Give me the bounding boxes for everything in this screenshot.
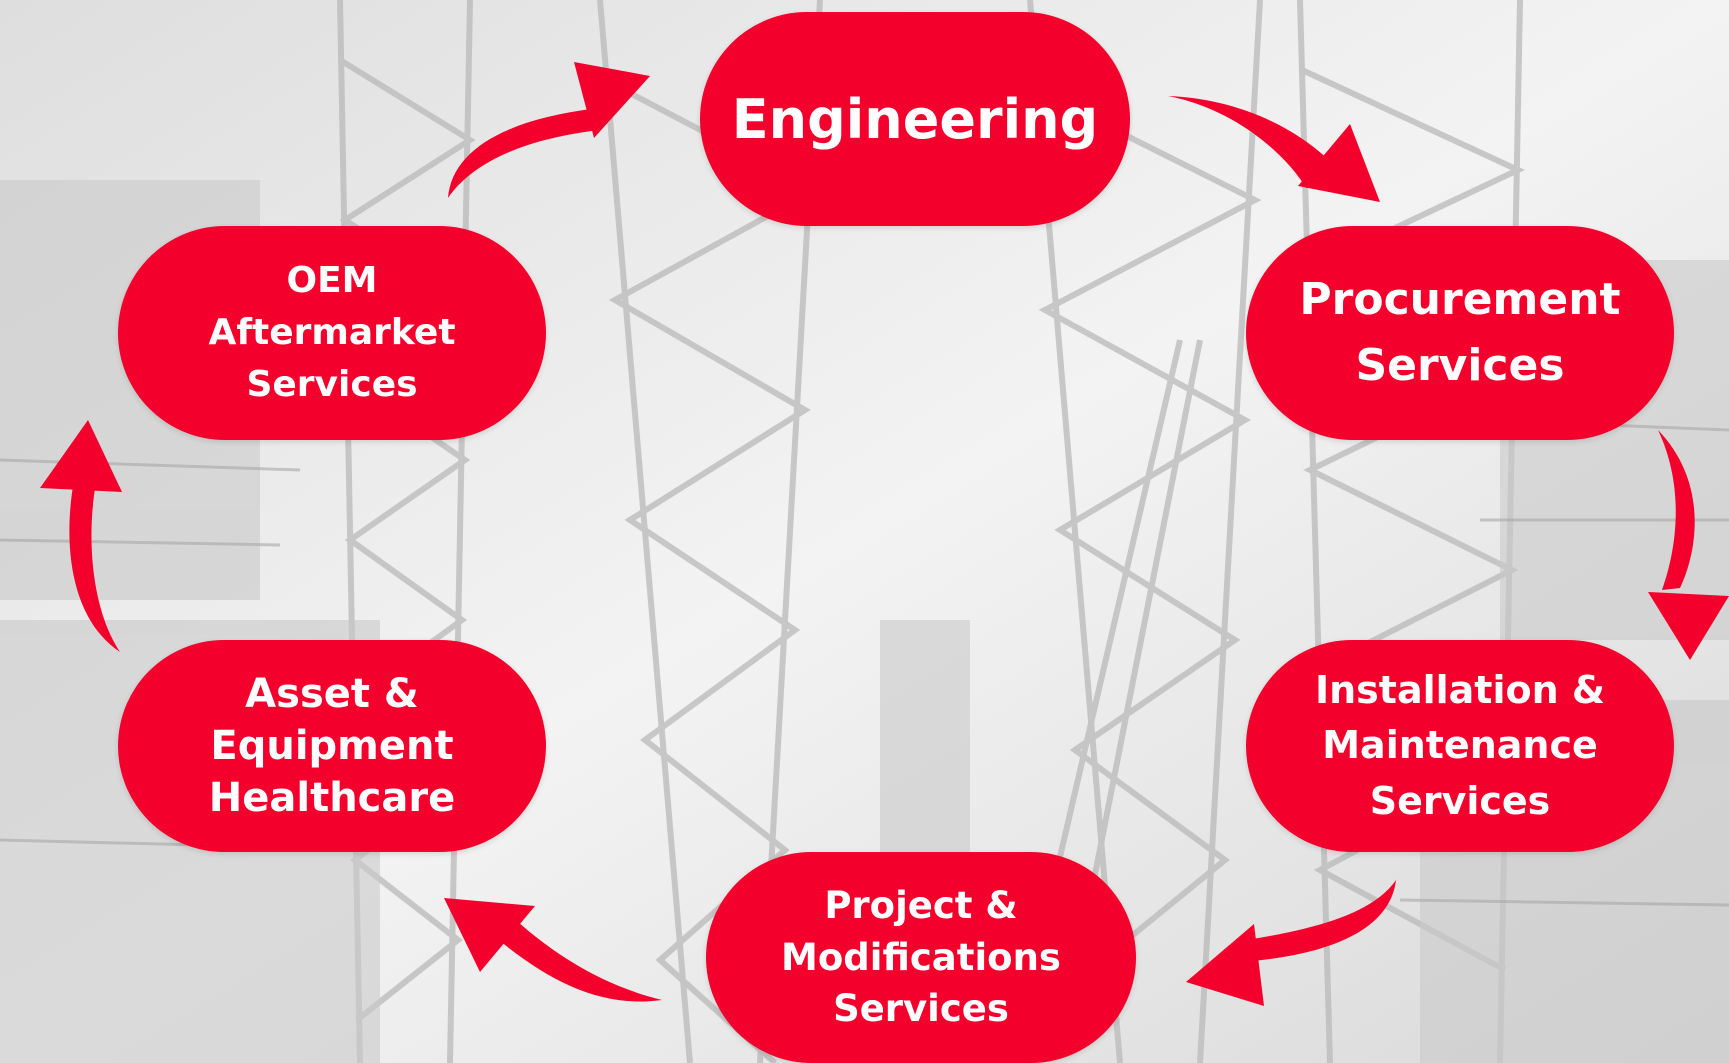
node-label-line: Maintenance [1322,723,1598,768]
node-label-line: Services [246,364,418,406]
node-label-line: Services [1355,340,1565,391]
node-label-line: Services [833,987,1009,1031]
node-label-line: Asset & [245,671,419,717]
node-label-line: Modifications [781,935,1061,979]
node-label-line: Equipment [210,723,454,769]
node-label-line: Services [1369,778,1551,823]
node-label-line: OEM [286,259,378,301]
node-label-line: Procurement [1299,274,1621,325]
node-label-line: Project & [824,883,1018,927]
node-engineering: Engineering [700,12,1130,226]
node-label-line: Installation & [1314,668,1606,713]
node-label-line: Engineering [731,87,1099,151]
node-label-line: Aftermarket [208,311,456,353]
node-engineering-label: Engineering [732,88,1098,151]
node-label-line: Healthcare [208,775,456,821]
